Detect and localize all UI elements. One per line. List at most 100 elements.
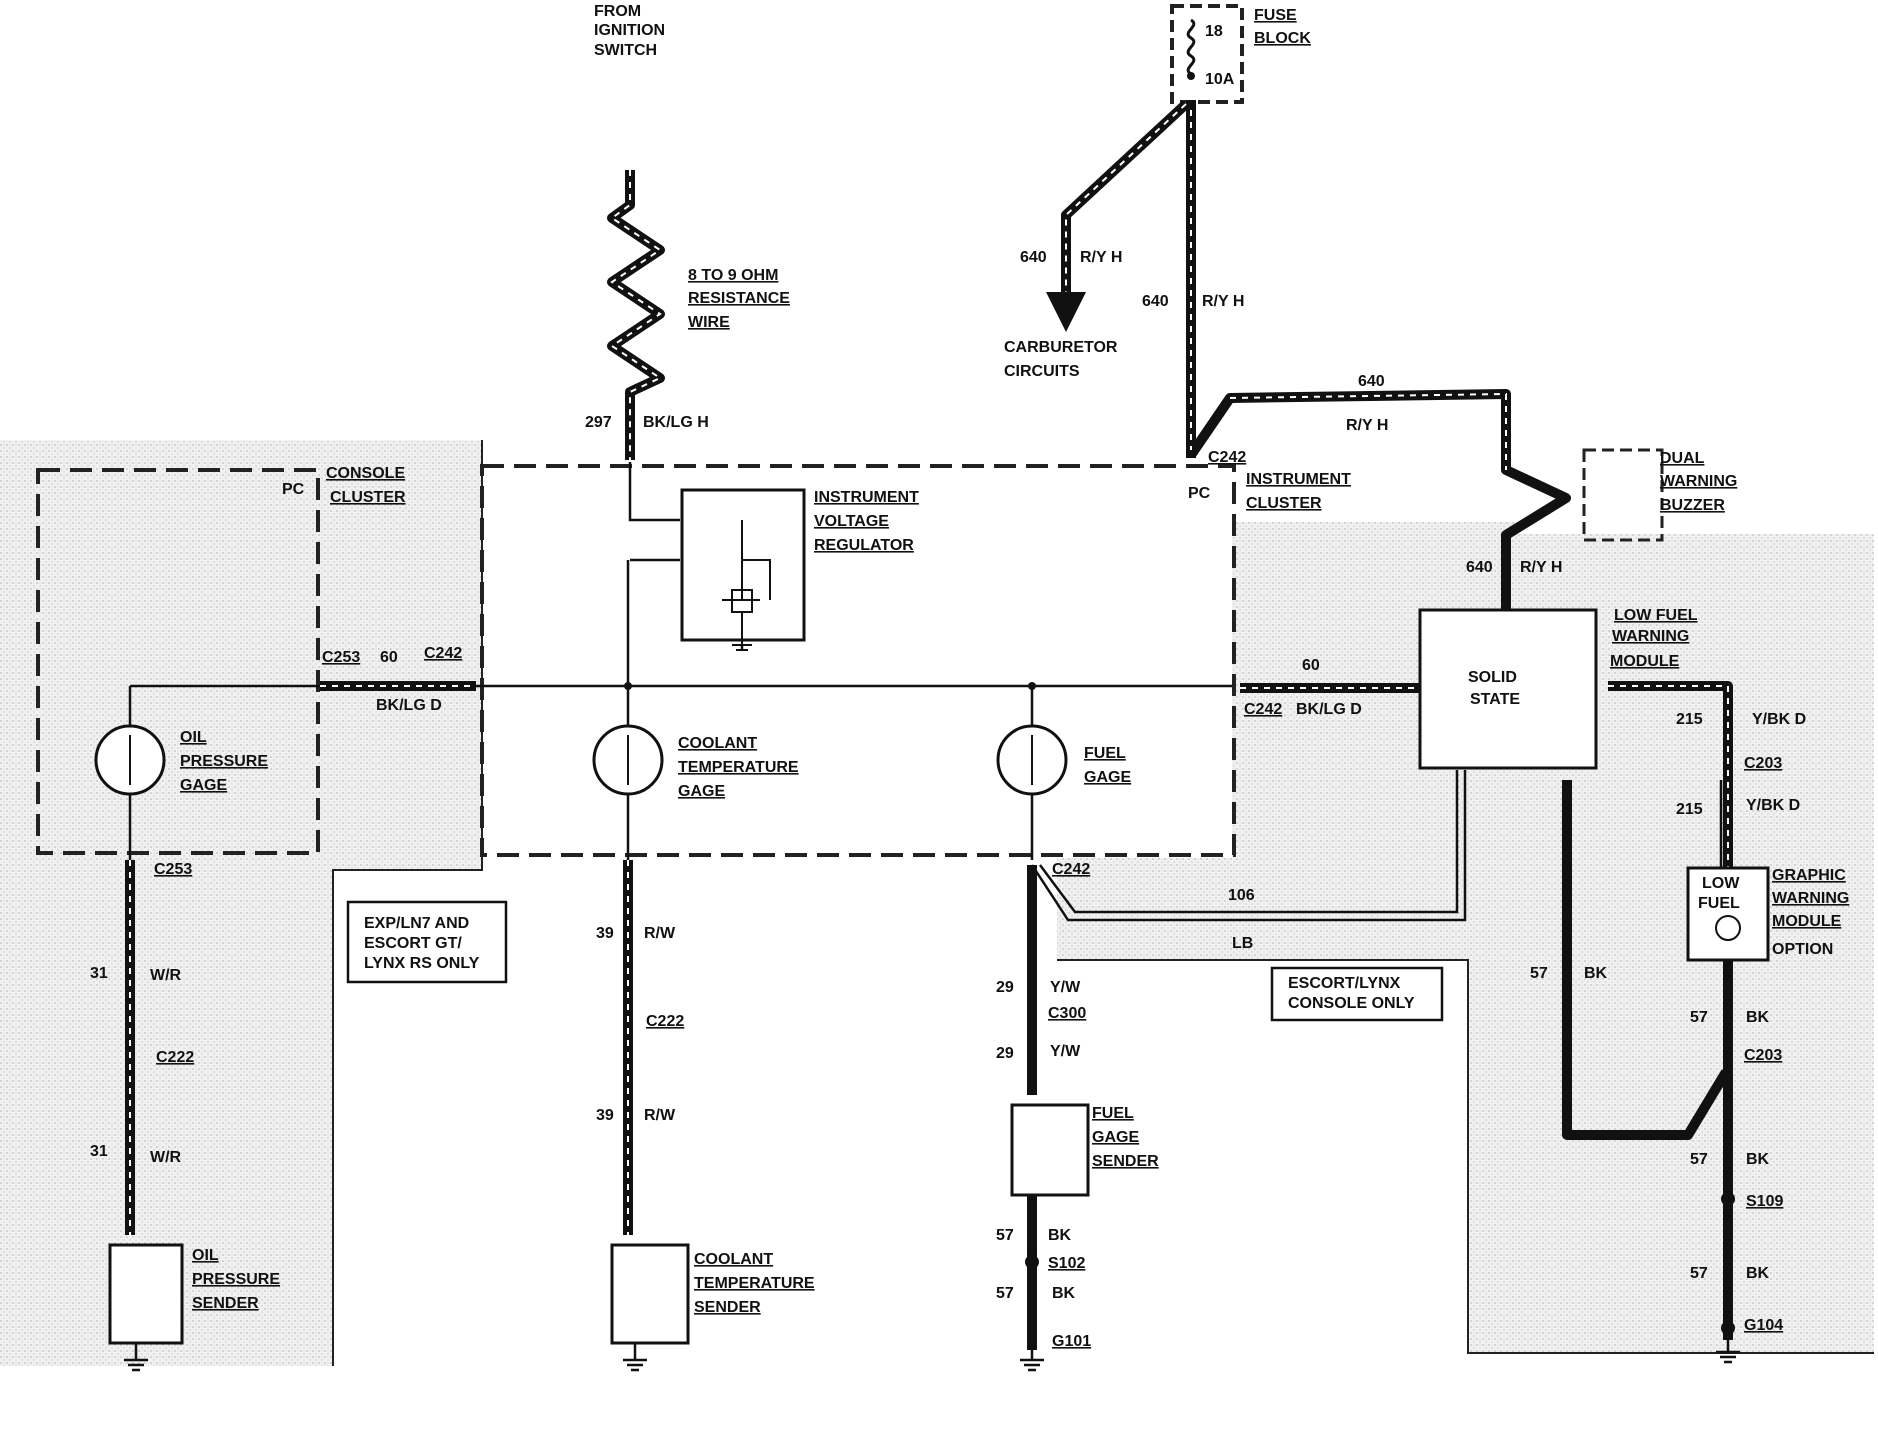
fuel-sender-labels: 29 Y/W C300 29 Y/W FUEL GAGE SENDER 57 B… [996,979,1159,1350]
wire-highlights [129,103,1729,1235]
note-exp-box [346,900,508,984]
solid-state-box [1418,608,1598,770]
senders [108,1103,1090,1345]
ground-run-labels: 57 BK 57 BK C203 57 BK S109 57 BK G104 [1530,965,1783,1334]
svg-text:C203: C203 [1744,1047,1782,1064]
svg-text:S109: S109 [1746,1193,1783,1210]
svg-text:G101: G101 [1052,1333,1091,1350]
svg-text:WARNING: WARNING [1772,890,1849,907]
svg-text:INSTRUMENT: INSTRUMENT [1246,471,1351,488]
console-cluster-labels: PC CONSOLE CLUSTER [282,465,406,506]
svg-text:WARNING: WARNING [1660,473,1737,490]
svg-text:57: 57 [996,1285,1014,1302]
svg-text:57: 57 [1530,965,1548,982]
svg-text:SOLID: SOLID [1468,669,1517,686]
svg-text:C253: C253 [154,861,192,878]
svg-text:R/Y H: R/Y H [1202,293,1244,310]
svg-text:GAGE: GAGE [678,783,725,800]
header-label: FROM IGNITION SWITCH [594,3,665,59]
note-escort-box [1270,966,1444,1022]
carburetor-labels: 640 R/Y H CARBURETOR CIRCUITS 640 R/Y H … [1004,249,1388,434]
svg-text:C242: C242 [424,645,462,662]
svg-text:GRAPHIC: GRAPHIC [1772,867,1846,884]
svg-text:57: 57 [1690,1151,1708,1168]
svg-text:ESCORT GT/: ESCORT GT/ [364,935,462,952]
svg-text:PC: PC [1188,485,1211,502]
svg-text:C300: C300 [1048,1005,1086,1022]
svg-text:BLOCK: BLOCK [1254,30,1311,47]
svg-text:GAGE: GAGE [1092,1129,1139,1146]
svg-text:FUEL: FUEL [1092,1105,1134,1122]
svg-text:FUEL: FUEL [1698,895,1740,912]
console-link-labels: C253 60 C242 BK/LG D [322,645,462,714]
svg-text:RESISTANCE: RESISTANCE [688,290,790,307]
svg-text:57: 57 [1690,1265,1708,1282]
thin-wires [128,462,1723,922]
svg-text:60: 60 [1302,657,1320,674]
svg-text:CARBURETOR: CARBURETOR [1004,339,1118,356]
svg-text:R/Y H: R/Y H [1520,559,1562,576]
svg-text:BK: BK [1584,965,1608,982]
svg-text:BUZZER: BUZZER [1660,497,1725,514]
svg-text:CLUSTER: CLUSTER [330,489,406,506]
svg-text:PRESSURE: PRESSURE [192,1271,280,1288]
graphic-module-box [1686,866,1770,962]
svg-text:REGULATOR: REGULATOR [814,537,914,554]
svg-text:VOLTAGE: VOLTAGE [814,513,889,530]
svg-text:PRESSURE: PRESSURE [180,753,268,770]
svg-text:MODULE: MODULE [1610,653,1680,670]
gages [94,724,1068,796]
svg-text:MODULE: MODULE [1772,913,1842,930]
svg-text:ESCORT/LYNX: ESCORT/LYNX [1288,975,1401,992]
voltage-regulator-labels: INSTRUMENT VOLTAGE REGULATOR [814,489,919,554]
gage-labels: OIL PRESSURE GAGE COOLANT TEMPERATURE GA… [180,729,1131,800]
svg-text:G104: G104 [1744,1317,1783,1334]
note-escort: ESCORT/LYNX CONSOLE ONLY [1288,975,1415,1012]
cluster-boxes [36,464,1236,857]
svg-text:FROM: FROM [594,3,641,20]
svg-text:R/W: R/W [644,1107,676,1124]
circuit-106-labels: C242 106 LB [1052,861,1255,952]
low-fuel-module-labels: LOW FUEL WARNING MODULE 215 Y/BK D C203 … [1610,607,1806,818]
svg-text:10A: 10A [1205,71,1235,88]
svg-text:PC: PC [282,481,305,498]
svg-text:297: 297 [585,414,612,431]
console-cluster-box [36,468,320,855]
svg-text:640: 640 [1142,293,1169,310]
svg-text:215: 215 [1676,711,1703,728]
svg-text:39: 39 [596,1107,614,1124]
junction-dots [624,682,1036,690]
svg-text:W/R: W/R [150,967,182,984]
svg-text:BK: BK [1746,1151,1770,1168]
fuel-sender-box [1010,1103,1090,1197]
svg-text:COOLANT: COOLANT [694,1251,773,1268]
svg-text:BK/LG D: BK/LG D [376,697,442,714]
solid-state-labels: SOLID STATE [1468,669,1520,708]
svg-text:60: 60 [380,649,398,666]
svg-text:LB: LB [1232,935,1253,952]
cluster-link-labels: 60 C242 BK/LG D [1244,657,1362,718]
svg-text:COOLANT: COOLANT [678,735,757,752]
svg-text:IGNITION: IGNITION [594,22,665,39]
voltage-regulator [680,488,806,651]
svg-text:SWITCH: SWITCH [594,42,657,59]
svg-text:CIRCUITS: CIRCUITS [1004,363,1080,380]
svg-text:29: 29 [996,979,1014,996]
svg-text:640: 640 [1020,249,1047,266]
svg-text:CONSOLE: CONSOLE [326,465,405,482]
fuse-block-labels: FUSE BLOCK 18 10A [1205,7,1311,88]
svg-text:OIL: OIL [192,1247,219,1264]
shade-right [1057,522,1874,1353]
svg-text:Y/W: Y/W [1050,979,1081,996]
svg-text:BK: BK [1746,1265,1770,1282]
svg-text:BK: BK [1052,1285,1076,1302]
oil-sender-labels: C253 31 W/R C222 31 W/R OIL PRESSURE SEN… [90,861,280,1312]
svg-text:CLUSTER: CLUSTER [1246,495,1322,512]
svg-text:106: 106 [1228,887,1255,904]
wire-640-carb [1061,100,1190,300]
svg-text:DUAL: DUAL [1660,450,1705,467]
shade-left [0,440,482,1366]
svg-text:SENDER: SENDER [694,1299,761,1316]
svg-text:GAGE: GAGE [180,777,227,794]
svg-text:R/Y H: R/Y H [1346,417,1388,434]
